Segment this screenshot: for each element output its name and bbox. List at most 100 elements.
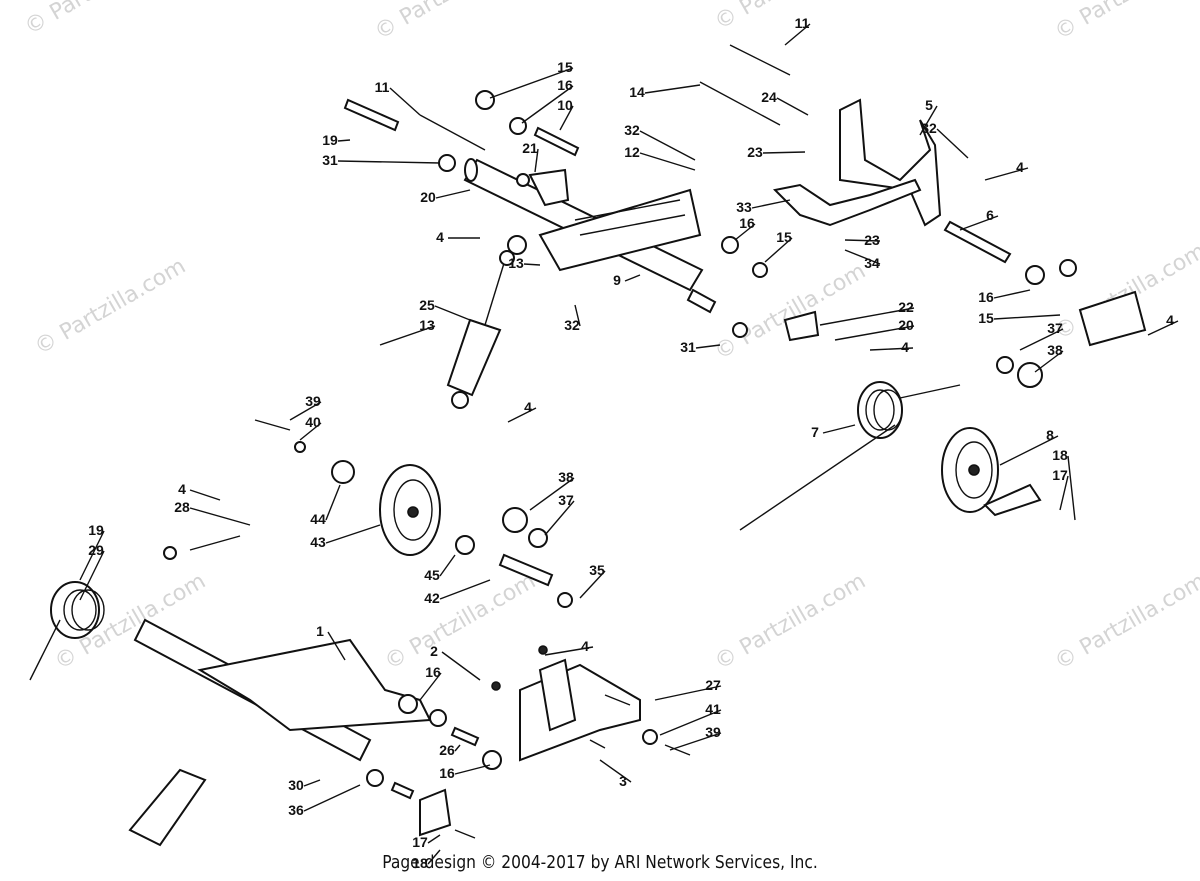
callout-leader [441,651,481,681]
callout-number: 30 [288,777,304,793]
callout-number: 16 [978,289,994,305]
callout-number: 38 [558,469,574,485]
watermark-text: © Partzilla.com [711,569,871,676]
callout-number: 4 [178,481,186,497]
callout-number: 39 [305,393,321,409]
callout-leader [822,424,856,434]
callout-number: 4 [1166,312,1174,328]
callout-leader [639,130,696,161]
callout-number: 26 [439,742,455,758]
callout-number: 11 [375,79,390,95]
callout-leader [936,128,969,159]
callout-leader [529,477,575,511]
watermark-text: © Partzilla.com [1051,569,1200,676]
callout-leader [325,484,341,521]
callout-number: 4 [436,229,444,245]
callout-leader [834,325,915,341]
callout-number: 36 [288,802,304,818]
callout-number: 43 [310,534,326,550]
callout-number: 32 [564,317,580,333]
callout-number: 25 [419,297,435,313]
callout-leader [303,784,361,812]
callout-number: 6 [986,207,994,223]
callout-leader [544,500,575,536]
callout-number: 23 [864,232,880,248]
callout-number: 5 [925,97,933,113]
callout-leader [439,554,456,577]
rear-arm-assembly [29,581,691,847]
callout-leader [299,422,322,441]
callout-leader [427,849,441,865]
callout-leader [389,87,421,116]
callout-number: 42 [424,590,440,606]
callout-leader [654,685,722,701]
callout-number: 10 [557,97,573,113]
watermark-text: © Partzilla.com [711,259,871,366]
callout-number: 12 [624,144,640,160]
callout-leader [559,105,574,131]
callout-number: 34 [864,255,880,271]
callout-leader [1147,320,1179,336]
callout-leader [659,709,722,736]
callout-leader [1019,328,1064,351]
callout-number: 16 [425,664,441,680]
callout-number: 40 [305,414,321,430]
callout-leader [669,732,722,751]
callout-leader [959,215,999,231]
callout-leader [695,344,721,349]
callout-leader [844,249,881,265]
callout-number: 32 [921,120,937,136]
callout-number: 45 [424,567,440,583]
callout-leader [289,401,322,421]
callout-leader [544,646,594,656]
callout-number: 31 [680,339,696,355]
callout-leader [454,764,491,775]
callout-leader [454,744,461,752]
callout-leader [999,435,1059,466]
callout-number: 21 [522,140,538,156]
callout-number: 9 [613,272,621,288]
callout-number: 2 [430,643,438,659]
callout-number: 4 [581,638,589,654]
callout-number: 19 [88,522,104,538]
callout-leader [337,160,441,164]
callout-leader [993,289,1031,299]
callout-leader [521,85,574,124]
callout-leader [869,347,914,351]
callout-number: 17 [412,834,428,850]
callout-leader [1059,475,1069,511]
callout-leader [303,779,321,787]
callout-leader [599,759,632,783]
callout-leader [579,570,606,599]
callout-leader [79,550,105,601]
watermark-text: © Partzilla.com [381,569,541,676]
callout-leader [751,199,791,209]
idler-wheel-icon [941,427,999,513]
callout-number: 39 [705,724,721,740]
callout-number: 20 [420,189,436,205]
callout-number: 16 [739,215,755,231]
callout-number: 37 [558,492,574,508]
callout-leader [189,489,221,501]
footer-copyright: Page design © 2004-2017 by ARI Network S… [382,852,818,873]
callout-leader [439,579,491,600]
callout-leader [1067,455,1076,521]
callout-number: 24 [761,89,777,105]
callout-number: 20 [898,317,914,333]
front-arm-assembly [343,44,1147,531]
callout-number: 15 [557,59,573,75]
shock-absorber-icon [446,250,515,409]
callout-leader [844,239,881,242]
callout-number: 15 [776,229,792,245]
callout-number: 18 [1052,447,1068,463]
callout-number: 31 [322,152,338,168]
callout-number: 4 [1016,159,1024,175]
callout-number: 27 [705,677,721,693]
callout-number: 41 [705,701,721,717]
watermark-text: © Partzilla.com [1051,0,1200,45]
callout-number: 4 [524,399,532,415]
callout-leader [574,304,581,327]
callout-leader [507,407,537,423]
callout-number: 35 [589,562,605,578]
